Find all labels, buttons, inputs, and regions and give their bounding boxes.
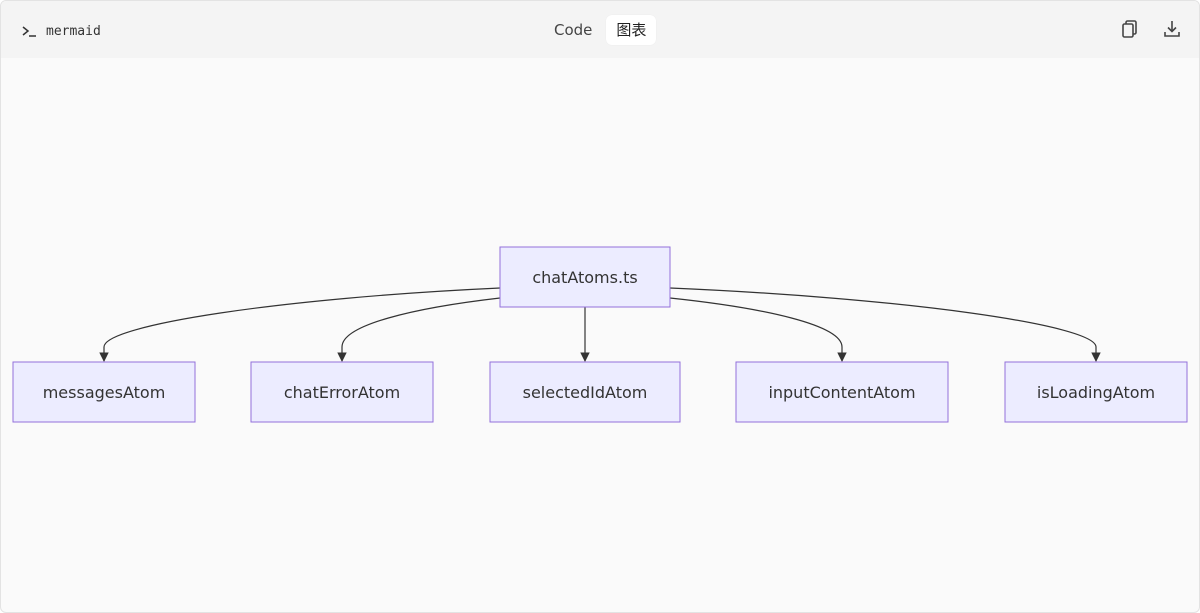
- node-child-label: isLoadingAtom: [1037, 383, 1155, 402]
- node-child-box: [489, 361, 681, 423]
- edge-to-messagesAtom: [99, 287, 501, 362]
- edge-to-inputContentAtom: [669, 297, 847, 362]
- node-child-box: [1004, 361, 1188, 423]
- node-child: inputContentAtom: [735, 361, 949, 423]
- node-child-box: [12, 361, 196, 423]
- edges-group: [99, 287, 1101, 362]
- diagram-canvas: chatAtoms.ts messagesAtom chatErrorAtom sel…: [1, 58, 1199, 612]
- download-icon[interactable]: [1161, 18, 1183, 40]
- node-child-label: selectedIdAtom: [523, 383, 648, 402]
- flowchart-svg: chatAtoms.ts messagesAtom chatErrorAtom sel…: [12, 246, 1188, 423]
- copy-icon[interactable]: [1117, 18, 1139, 40]
- edge-to-isLoadingAtom: [669, 287, 1101, 362]
- node-child: chatErrorAtom: [250, 361, 434, 423]
- language-label: mermaid: [46, 23, 101, 39]
- tab-code[interactable]: Code: [554, 21, 593, 39]
- language-label-group: mermaid: [21, 21, 101, 41]
- node-child: selectedIdAtom: [489, 361, 681, 423]
- node-root-label: chatAtoms.ts: [532, 268, 637, 287]
- code-block-header: mermaid Code 图表: [1, 1, 1199, 58]
- node-child-label: inputContentAtom: [768, 383, 915, 402]
- node-child: messagesAtom: [12, 361, 196, 423]
- edge-to-chatErrorAtom: [337, 297, 501, 362]
- view-toggle: Code 图表: [544, 15, 657, 45]
- node-child-box: [735, 361, 949, 423]
- node-child: isLoadingAtom: [1004, 361, 1188, 423]
- nodes-group: chatAtoms.ts messagesAtom chatErrorAtom sel…: [12, 246, 1188, 423]
- tab-diagram[interactable]: 图表: [606, 15, 657, 45]
- node-root: chatAtoms.ts: [499, 246, 671, 308]
- node-root-box: [499, 246, 671, 308]
- node-child-label: chatErrorAtom: [284, 383, 400, 402]
- node-child-box: [250, 361, 434, 423]
- terminal-prompt-icon: [21, 24, 37, 38]
- node-child-label: messagesAtom: [43, 383, 166, 402]
